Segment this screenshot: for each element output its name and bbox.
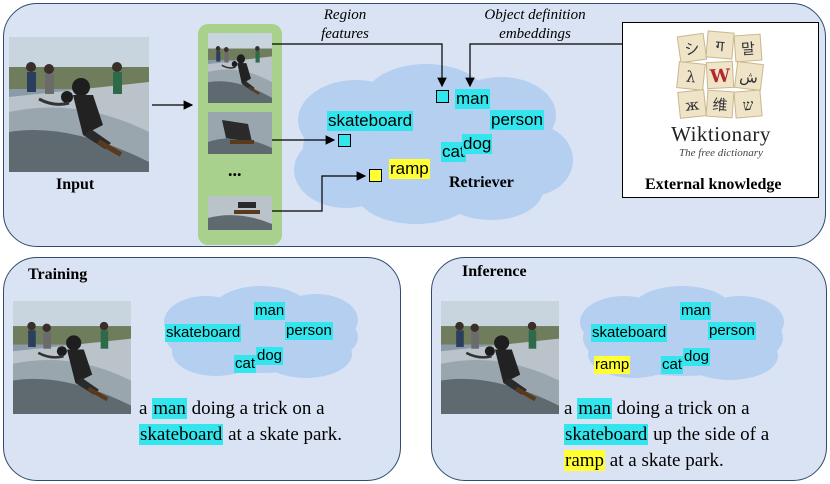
- input-label: Input: [56, 176, 95, 193]
- svg-text:维: 维: [712, 95, 728, 114]
- region-crop-2: [208, 112, 272, 154]
- svg-text:ש: ש: [742, 96, 755, 115]
- retriever-word-dog: dog: [462, 134, 493, 154]
- inference-word-ramp: ramp: [594, 356, 631, 374]
- svg-text:ش: ش: [739, 67, 759, 87]
- region-crop-3: [208, 196, 272, 230]
- inference-word-dog: dog: [683, 348, 711, 366]
- training-caption-line-2: skateboard at a skate park.: [139, 424, 343, 445]
- inference-word-person: person: [708, 322, 756, 340]
- training-word-dog: dog: [256, 347, 284, 365]
- wiktionary-name: Wiktionary: [671, 122, 771, 146]
- retriever-label: Retriever: [449, 174, 514, 191]
- training-word-cat: cat: [234, 355, 257, 373]
- inference-image: [441, 301, 559, 414]
- training-caption-line-1: a man doing a trick on a: [139, 398, 325, 419]
- feature-square-man: [436, 90, 449, 103]
- retriever-word-ramp: ramp: [389, 159, 430, 179]
- inference-word-skateboard: skateboard: [591, 324, 668, 342]
- object-definition-label: Object definition embeddings: [484, 7, 586, 42]
- wiktionary-logo-icon: シ ग 말 λ W ش ж 维 ש: [676, 30, 765, 119]
- training-word-man: man: [254, 302, 286, 320]
- inference-word-cat: cat: [661, 356, 684, 374]
- inference-caption-line-3: ramp at a skate park.: [564, 450, 724, 471]
- svg-text:ж: ж: [684, 95, 700, 114]
- external-knowledge-label: External knowledge: [645, 176, 782, 193]
- svg-text:シ: シ: [683, 39, 700, 59]
- svg-text:W: W: [708, 65, 731, 87]
- training-word-person: person: [285, 322, 333, 340]
- svg-text:말: 말: [741, 40, 756, 59]
- wiktionary-tagline: The free dictionary: [679, 147, 763, 159]
- inference-caption-line-2: skateboard up the side of a: [564, 424, 770, 445]
- inference-title: Inference: [462, 263, 527, 280]
- feature-square-ramp: [369, 169, 382, 182]
- retriever-word-man: man: [455, 89, 491, 109]
- inference-caption-line-1: a man doing a trick on a: [564, 398, 750, 419]
- feature-square-skateboard: [338, 134, 351, 147]
- inference-caption: a man doing a trick on a skateboard up t…: [564, 396, 769, 474]
- ellipsis: ...: [228, 160, 242, 180]
- training-word-skateboard: skateboard: [165, 324, 242, 342]
- svg-text:ग: ग: [715, 37, 726, 56]
- training-image: [13, 301, 131, 414]
- retriever-word-person: person: [490, 110, 544, 130]
- svg-text:λ: λ: [685, 68, 697, 87]
- inference-word-man: man: [680, 302, 712, 320]
- region-features-label: Region features: [321, 7, 369, 42]
- training-title: Training: [28, 266, 88, 283]
- retriever-word-cat: cat: [441, 142, 466, 162]
- training-caption: a man doing a trick on a skateboard at a…: [139, 396, 342, 448]
- retriever-word-skateboard: skateboard: [327, 111, 414, 131]
